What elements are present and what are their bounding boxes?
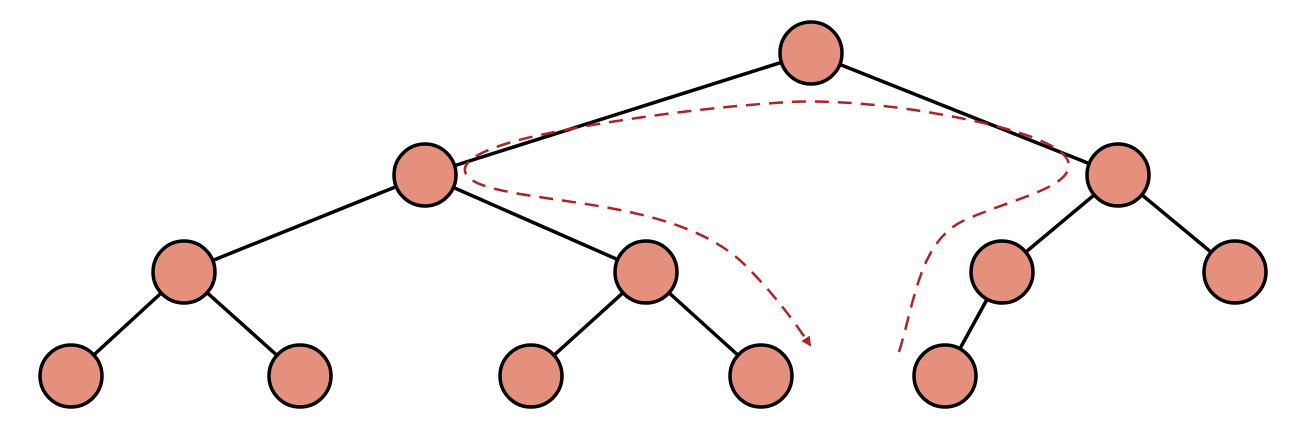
tree-node-root [778, 20, 844, 86]
tree-node-left-left-left [38, 343, 104, 409]
tree-node-left-left-right [267, 343, 333, 409]
tree-node-left [392, 142, 458, 208]
tree-edge-left-to-left-left [183, 173, 426, 274]
tree-edge-left-to-left-right [424, 173, 647, 274]
tree-node-right-left-left [912, 343, 978, 409]
tree-node-right [1085, 142, 1151, 208]
tree-node-left-right-right [728, 343, 794, 409]
nodes-layer [38, 20, 1268, 409]
tree-edge-root-to-left [424, 51, 812, 177]
edges-layer [69, 51, 1237, 378]
tree-edge-root-to-right [810, 51, 1119, 177]
tree-node-right-right [1202, 239, 1268, 305]
tree-node-right-left [969, 239, 1035, 305]
tree-node-left-left [151, 239, 217, 305]
tree-node-left-right-left [498, 343, 564, 409]
tree-node-left-right [613, 239, 679, 305]
